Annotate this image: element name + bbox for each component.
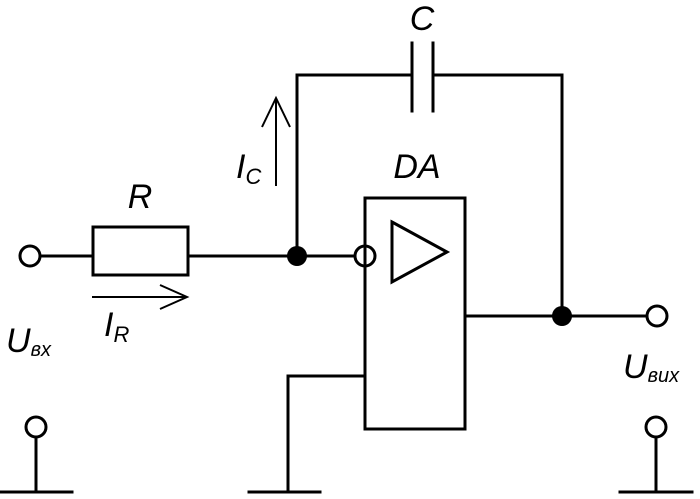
amplifier-triangle-icon xyxy=(390,219,451,285)
op-amp-da xyxy=(353,196,467,431)
junction-output xyxy=(552,306,572,326)
output-voltage-label: Uвих xyxy=(623,348,680,387)
op-amp-body xyxy=(363,196,467,431)
input-terminal xyxy=(18,244,42,268)
input-voltage-label: Uвх xyxy=(6,322,52,361)
current-c-arrow-icon xyxy=(261,95,291,186)
junction-input xyxy=(287,246,307,266)
input-branch xyxy=(39,225,357,277)
output-terminal xyxy=(645,304,669,328)
resistor-r xyxy=(91,225,190,277)
resistor-label: R xyxy=(128,178,153,216)
current-c-label: IC xyxy=(236,148,261,189)
current-r-label: IR xyxy=(104,306,129,347)
feedback-branch xyxy=(295,41,564,318)
current-r-arrow-icon xyxy=(92,284,190,310)
capacitor-label: C xyxy=(410,0,435,38)
op-amp-ground xyxy=(247,374,367,494)
input-ground-terminal xyxy=(0,415,74,494)
amplifier-label: DA xyxy=(393,148,440,186)
output-ground-terminal xyxy=(618,415,694,494)
inverting-input-circle xyxy=(353,244,377,268)
